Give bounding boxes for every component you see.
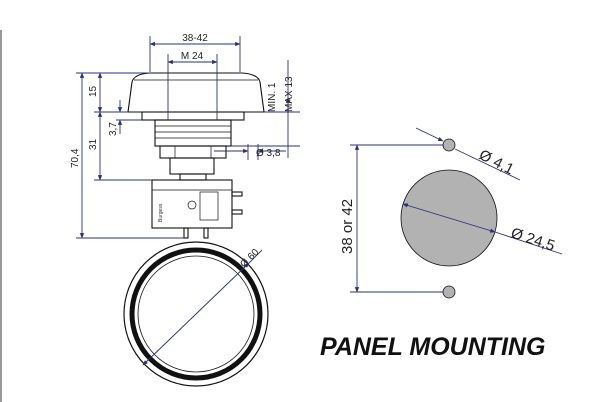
dimension-max: MAX 13 xyxy=(284,76,295,112)
dimension-body-height: 31 xyxy=(88,138,99,150)
dimension-small-hole: Ø 4,1 xyxy=(476,146,516,178)
dimension-large-hole-line xyxy=(402,203,496,233)
dimension-spacing: 38 or 42 xyxy=(339,199,356,254)
micro-switch xyxy=(151,179,233,229)
terminal-bottom xyxy=(231,209,243,215)
dimension-flange: 3,7 xyxy=(108,122,119,136)
panel-mounting-title: PANEL MOUNTING xyxy=(320,333,545,361)
dimension-total-height: 70,4 xyxy=(70,148,81,168)
small-hole-top xyxy=(442,138,456,152)
terminal-under-1 xyxy=(183,227,189,239)
switch-marking: Burgess xyxy=(158,203,164,222)
top-view: Ø 60 xyxy=(123,241,269,387)
bezel-ring-top xyxy=(129,247,263,381)
terminal-top xyxy=(231,191,243,197)
outer-ring xyxy=(123,241,269,387)
small-hole-bottom xyxy=(442,285,456,299)
lamp-holder xyxy=(169,157,215,175)
thread-body xyxy=(154,119,232,147)
bezel-ring xyxy=(141,111,245,121)
panel-mounting: 38 or 42 Ø 4,1 Ø 24,5 PANEL MOUNTING xyxy=(320,127,563,361)
button-cap xyxy=(127,72,265,113)
dimension-pin: Ø 3,8 xyxy=(256,148,281,159)
terminal-under-2 xyxy=(203,227,209,239)
dimension-diameter-line xyxy=(142,262,250,366)
side-view: Burgess 38-42 M 24 MIN. 1 MAX 13 Ø 3,8 xyxy=(70,33,300,239)
dimension-thread: M 24 xyxy=(181,51,204,62)
mounting-nut xyxy=(159,145,227,159)
dimension-min: MIN. 1 xyxy=(267,82,278,112)
dimension-cap-height: 15 xyxy=(88,85,99,97)
dimension-outer-width: 38-42 xyxy=(182,33,208,44)
dimension-large-hole: Ø 24,5 xyxy=(509,225,557,255)
